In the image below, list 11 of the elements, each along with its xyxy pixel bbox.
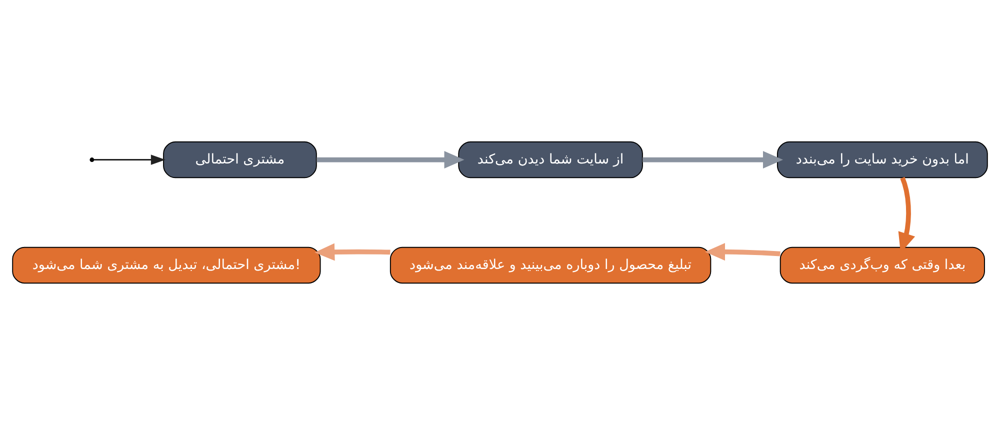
arrow bbox=[642, 150, 784, 168]
node-box: اما بدون خرید سایت را می‌بندد bbox=[776, 140, 988, 178]
node-box: بعدا وقتی که وب‌گردی می‌کند bbox=[780, 246, 985, 284]
arrow bbox=[316, 150, 464, 168]
node-box: از سایت شما دیدن می‌کند bbox=[458, 140, 643, 178]
arrow bbox=[314, 242, 390, 260]
arrow bbox=[94, 154, 166, 164]
node-box: مشتری احتمالی، تبدیل به مشتری شما می‌شود! bbox=[12, 246, 321, 284]
node-box: مشتری احتمالی bbox=[163, 140, 317, 178]
arrow bbox=[704, 242, 780, 260]
node-box: تبلیغ محصول را دوباره می‌بینید و علاقه‌مند می‌شود bbox=[390, 246, 712, 284]
